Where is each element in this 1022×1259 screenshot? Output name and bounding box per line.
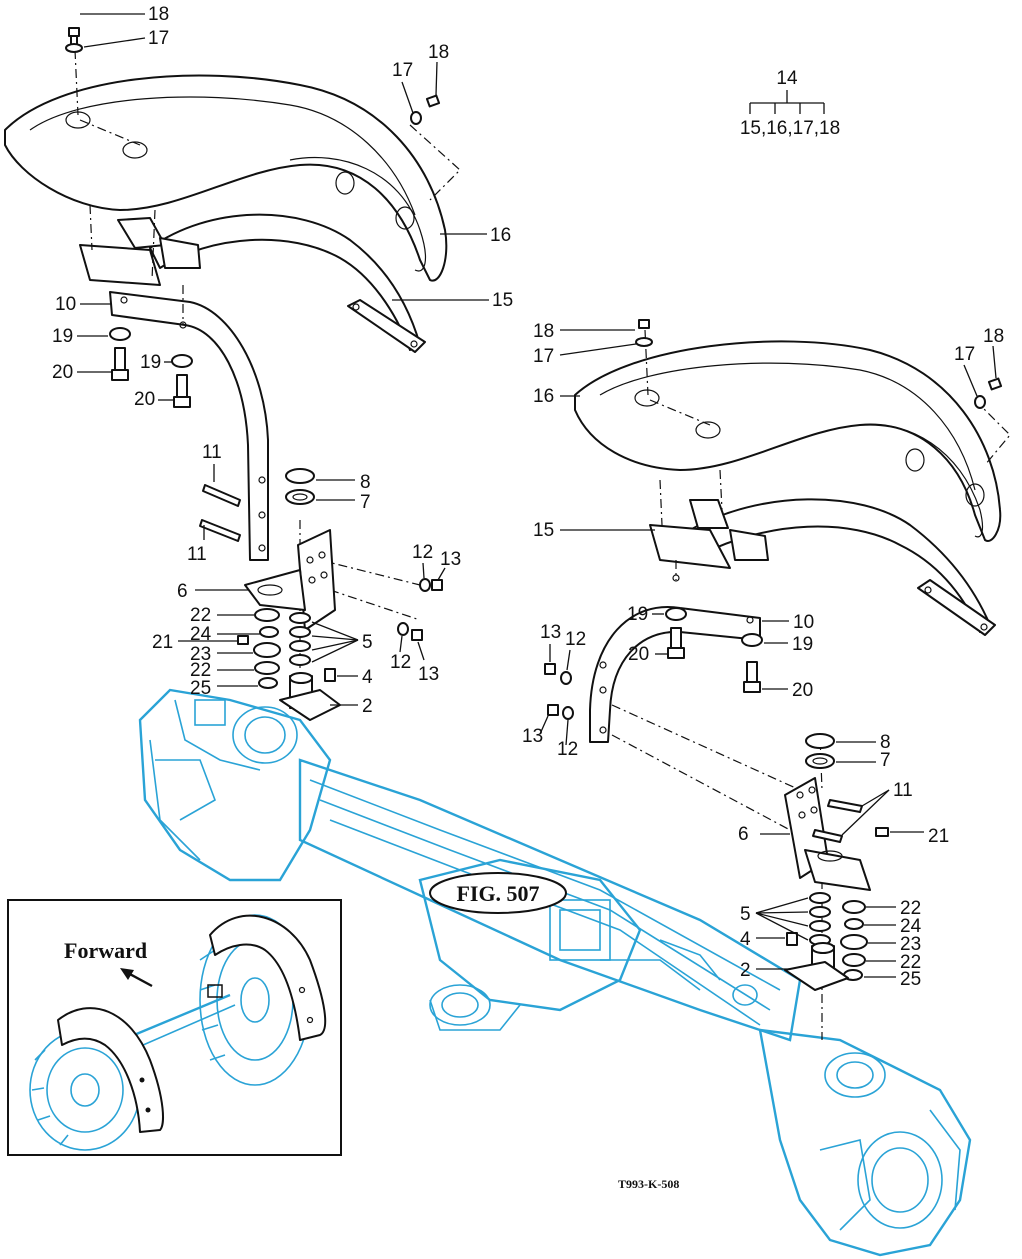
callout-right-19b: 19: [792, 634, 813, 655]
callout-right-13a: 13: [540, 622, 561, 643]
callout-right-18a: 18: [533, 321, 554, 342]
callout-right-24: 24: [900, 916, 922, 937]
callout-left-21: 21: [152, 632, 173, 653]
callout-left-18a: 18: [148, 4, 169, 25]
right-callouts: 18 17 16 17 18 15 10 19 19 20 20 13 12 1…: [522, 321, 1004, 990]
callout-left-11b: 11: [187, 544, 207, 565]
callout-right-7: 7: [880, 750, 891, 771]
callout-right-25: 25: [900, 969, 921, 990]
callout-left-11a: 11: [202, 442, 222, 463]
callout-right-13b: 13: [522, 726, 543, 747]
callout-left-20b: 20: [134, 389, 155, 410]
callout-right-12a: 12: [565, 629, 586, 650]
left-fender-assembly: [4, 27, 461, 721]
callout-left-25: 25: [190, 678, 211, 699]
kit-breakdown: 14 15,16,17,18: [740, 68, 840, 139]
callout-right-19a: 19: [627, 604, 648, 625]
callout-left-18b: 18: [428, 42, 449, 63]
callout-right-20b: 20: [792, 680, 813, 701]
callout-left-22a: 22: [190, 605, 211, 626]
callout-left-12a: 12: [412, 542, 433, 563]
callout-right-16: 16: [533, 386, 554, 407]
right-fender-assembly: [544, 319, 1011, 1040]
callout-left-8: 8: [360, 472, 371, 493]
callout-right-8: 8: [880, 732, 891, 753]
callout-left-17a: 17: [148, 28, 169, 49]
callout-left-6: 6: [177, 581, 188, 602]
callout-right-10: 10: [793, 612, 814, 633]
callout-left-4: 4: [362, 667, 373, 688]
callout-right-4: 4: [740, 929, 751, 950]
callout-left-17b: 17: [392, 60, 413, 81]
forward-label: Forward: [64, 938, 147, 963]
callout-right-20a: 20: [628, 644, 649, 665]
callout-right-17b: 17: [954, 344, 975, 365]
callout-right-6: 6: [738, 824, 749, 845]
callout-left-16: 16: [490, 225, 511, 246]
callout-left-5: 5: [362, 632, 373, 653]
callout-right-15: 15: [533, 520, 554, 541]
callout-right-11: 11: [893, 780, 913, 801]
front-axle-housing: [138, 688, 972, 1257]
callout-right-2: 2: [740, 960, 751, 981]
callout-left-19b: 19: [140, 352, 161, 373]
callout-left-15: 15: [492, 290, 513, 311]
kit-children-numbers: 15,16,17,18: [740, 118, 840, 139]
callout-right-22b: 22: [900, 952, 921, 973]
callout-left-7: 7: [360, 492, 371, 513]
callout-left-19a: 19: [52, 326, 73, 347]
callout-left-10: 10: [55, 294, 76, 315]
orientation-inset: Forward: [7, 899, 342, 1156]
callout-left-2: 2: [362, 696, 373, 717]
callout-right-21: 21: [928, 826, 949, 847]
figure-reference: FIG. 507: [429, 872, 567, 914]
figure-reference-label: FIG. 507: [456, 881, 539, 906]
callout-right-5: 5: [740, 904, 751, 925]
forward-arrow-icon: [120, 968, 134, 980]
drawing-code: T993-K-508: [618, 1177, 679, 1191]
callout-left-13a: 13: [440, 549, 461, 570]
callout-left-24: 24: [190, 624, 212, 645]
callout-right-18b: 18: [983, 326, 1004, 347]
callout-left-22b: 22: [190, 660, 211, 681]
kit-parent-number: 14: [776, 68, 798, 89]
callout-left-12b: 12: [390, 652, 411, 673]
callout-right-17a: 17: [533, 346, 554, 367]
callout-right-12b: 12: [557, 739, 578, 760]
callout-left-20a: 20: [52, 362, 73, 383]
callout-right-22a: 22: [900, 898, 921, 919]
left-callouts: 18 17 17 18 16 15 10 19 20 19 20 11 11 8…: [52, 4, 513, 717]
callout-left-23: 23: [190, 644, 211, 665]
callout-right-23: 23: [900, 934, 921, 955]
callout-left-13b: 13: [418, 664, 439, 685]
